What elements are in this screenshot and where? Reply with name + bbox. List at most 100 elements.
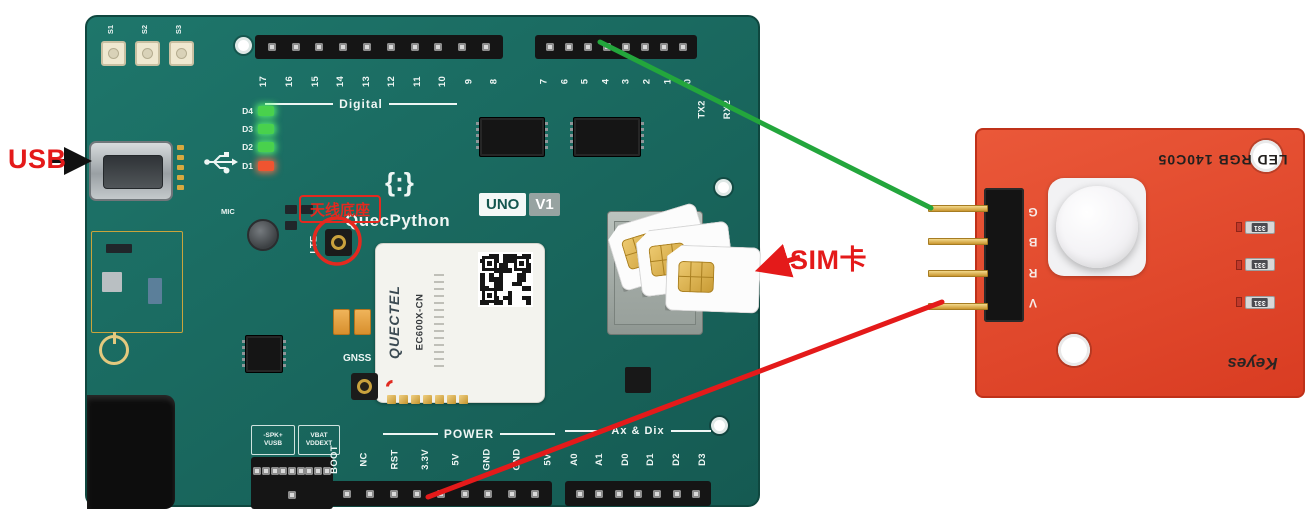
usb-annotation: USB — [8, 144, 67, 174]
pin-hole — [322, 467, 331, 475]
pin-hole — [460, 489, 469, 498]
sim-card — [665, 244, 761, 313]
button-label: S2 — [140, 24, 150, 34]
pin-hole — [411, 395, 420, 404]
quectel-logo-mark — [383, 377, 402, 396]
pin-hole — [287, 467, 296, 475]
ic-chip — [476, 117, 548, 157]
quectel-brand: QUECTEL — [386, 285, 402, 359]
pin — [928, 237, 988, 245]
analog-bracket: Ax & Dix — [565, 425, 711, 437]
usb-connector — [89, 141, 173, 201]
sim-annotation: SIM卡 — [790, 245, 868, 275]
pin-hole — [545, 43, 554, 51]
tactile-button-s2 — [135, 41, 160, 66]
rgb-pin-labels: G B R V — [1028, 205, 1038, 310]
pin-hole — [279, 467, 288, 475]
pin-hole — [678, 43, 687, 51]
gnss-antenna-connector — [351, 373, 378, 400]
rgb-pins — [928, 205, 988, 310]
antenna-annotation: 天线底座 — [299, 195, 381, 223]
led-d4: D4 — [239, 106, 274, 116]
pin-hole — [313, 467, 322, 475]
pin-hole — [653, 489, 662, 498]
module-pads — [387, 395, 468, 404]
pin-hole — [633, 489, 642, 498]
analog-pin-labels: A0 A1 D0 D1 D2 D3 — [568, 452, 708, 466]
pin-hole — [261, 467, 270, 475]
led-d3: D3 — [239, 124, 274, 134]
pin-hole — [434, 43, 443, 51]
tx2-label: TX2 — [696, 99, 708, 119]
gnss-label: GNSS — [343, 353, 372, 364]
led-d2: D2 — [239, 142, 274, 152]
led-d1: D1 — [239, 161, 274, 171]
pin-hole — [602, 43, 611, 51]
module-model: EC600X-CN — [414, 293, 426, 351]
quectel-module: QUECTEL EC600X-CN — [375, 243, 545, 403]
pin-hole — [458, 43, 467, 51]
pin-hole — [659, 43, 668, 51]
digital-pin-labels-right: 7 6 5 4 3 2 1 0 — [538, 78, 694, 84]
qr-code — [478, 252, 533, 307]
pin-hole — [339, 43, 348, 51]
quecpython-logo-icon: {:} — [385, 167, 414, 197]
pin-hole — [342, 489, 351, 498]
rx2-label: RX2 — [722, 99, 734, 119]
resistor: 331 — [1236, 258, 1280, 272]
sim-cards — [612, 208, 782, 340]
smd-component — [301, 205, 313, 214]
rf-shield-outline — [91, 231, 183, 333]
pin-hole — [583, 43, 592, 51]
pin-hole — [621, 43, 630, 51]
smd-component — [102, 272, 122, 292]
pin-hole — [423, 395, 432, 404]
rgb-led-dome — [1056, 186, 1138, 268]
pin-hole — [288, 491, 296, 499]
smd-component — [285, 205, 297, 214]
model-tag: UNO V1 — [479, 193, 560, 216]
pin-hole — [291, 43, 300, 51]
power-header — [330, 481, 552, 506]
resistor: 331 — [1236, 295, 1280, 309]
pin — [928, 205, 988, 212]
pin-hole — [482, 43, 491, 51]
aux-header-2x5 — [251, 457, 333, 509]
pin-hole — [564, 43, 573, 51]
pin-hole — [410, 43, 419, 51]
microphone — [247, 219, 279, 251]
digital-bracket: Digital — [265, 97, 458, 111]
mounting-hole — [1250, 140, 1282, 172]
rgb-resistors: 331 331 331 — [1236, 220, 1280, 309]
usb-pads — [177, 145, 184, 190]
pin-hole — [672, 489, 681, 498]
brand-text: QuecPython — [345, 211, 451, 230]
tactile-button-s3 — [169, 41, 194, 66]
analog-header — [565, 481, 711, 506]
resistor: 331 — [1236, 220, 1280, 234]
pin — [928, 302, 988, 310]
ic-chip — [570, 117, 644, 157]
ic-chip — [242, 335, 286, 373]
usb-icon — [204, 152, 238, 174]
pin-hole — [614, 489, 623, 498]
led-chip — [258, 106, 274, 116]
pin-hole — [692, 489, 701, 498]
pin-hole — [399, 395, 408, 404]
button-label: S1 — [106, 24, 116, 34]
pin-hole — [305, 467, 314, 475]
dc-power-jack — [87, 395, 175, 509]
mounting-hole — [235, 37, 252, 54]
rgb-module-title: LED RGB 140C05 — [1157, 152, 1288, 168]
pin-hole — [459, 395, 468, 404]
spk-vusb-box: -SPK+VUSB — [251, 425, 295, 455]
module-fine-print — [434, 274, 444, 370]
pin-hole — [484, 489, 493, 498]
model-label: UNO — [479, 193, 527, 216]
smd-component — [625, 367, 651, 393]
pin-hole — [315, 43, 324, 51]
rgb-pin-header — [984, 188, 1024, 322]
pin-hole — [389, 489, 398, 498]
